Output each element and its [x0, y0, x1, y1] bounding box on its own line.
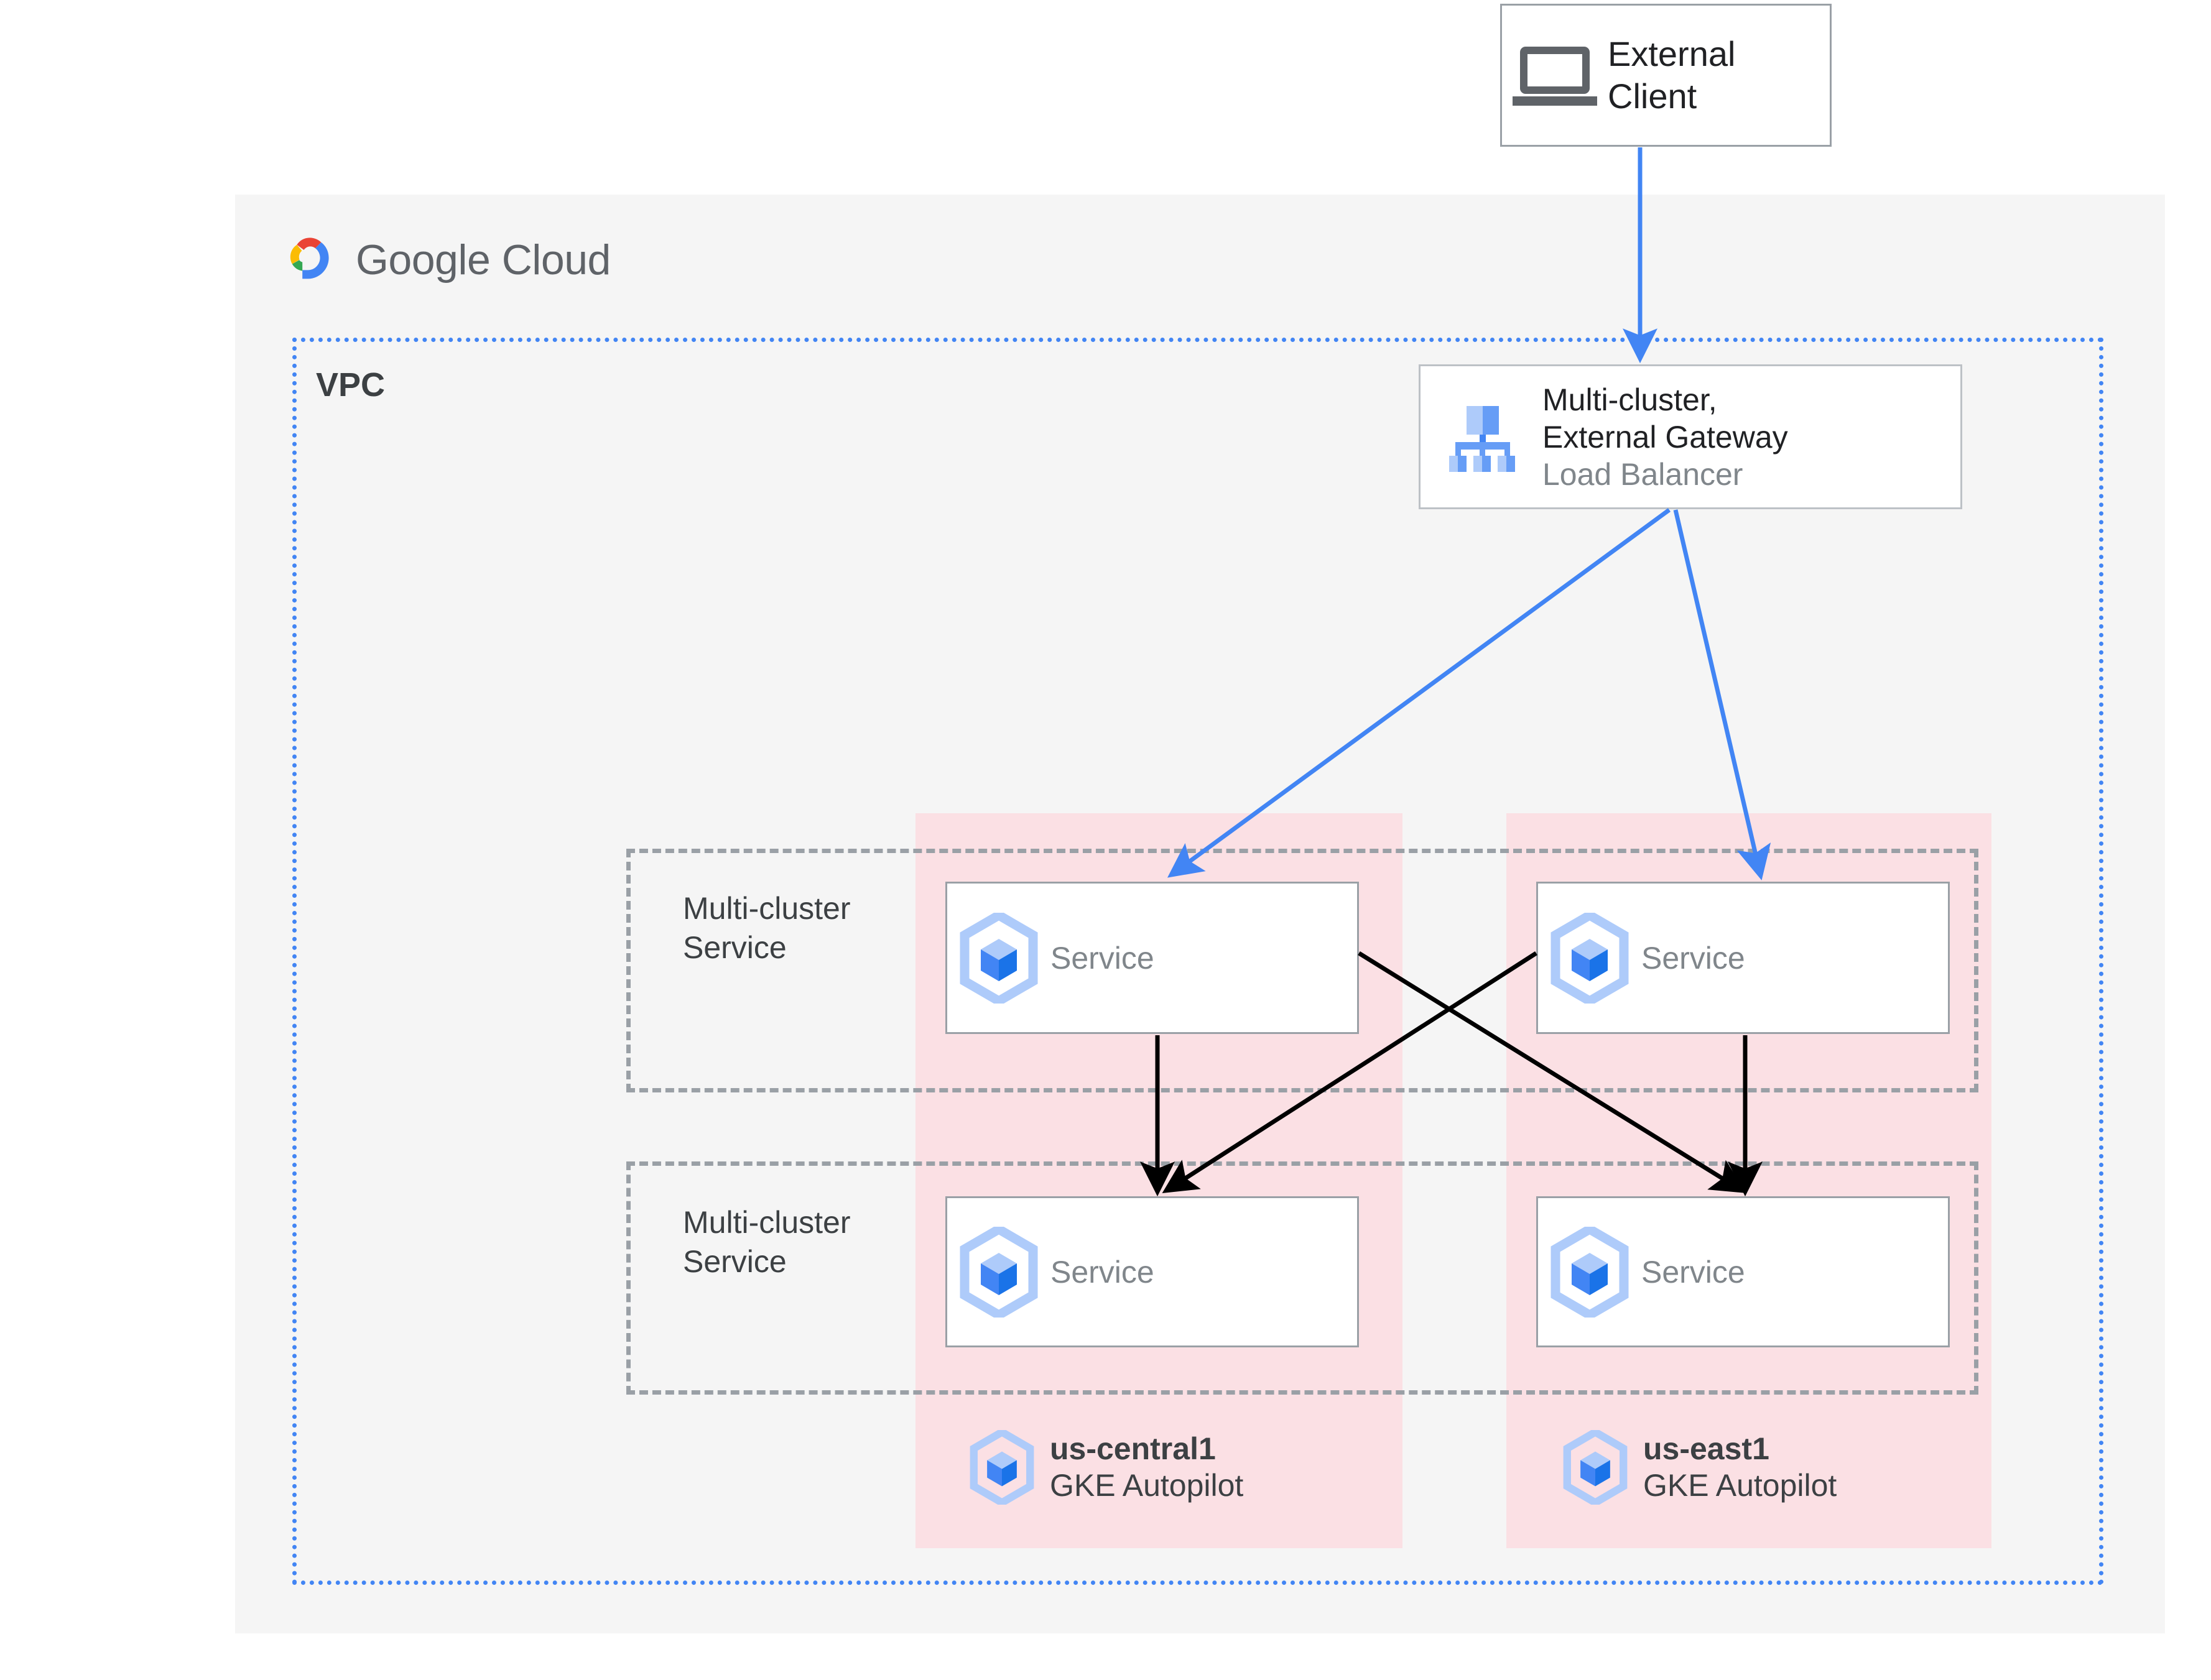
gke-service-icon — [947, 1226, 1050, 1318]
service-node-us-central1-bottom[interactable]: Service — [945, 1196, 1359, 1347]
cluster-footer-us-east1: us-east1 GKE Autopilot — [1561, 1430, 1837, 1505]
google-cloud-wordmark: Google Cloud — [356, 236, 611, 284]
gke-service-icon — [947, 912, 1050, 1004]
google-cloud-branding: Google Cloud — [280, 230, 611, 290]
cluster-product-label: GKE Autopilot — [1050, 1468, 1244, 1503]
external-client-node[interactable]: External Client — [1500, 4, 1832, 147]
service-label: Service — [1641, 940, 1745, 976]
vpc-label: VPC — [316, 366, 386, 404]
external-client-label: External Client — [1608, 34, 1736, 116]
multi-cluster-service-label-top: Multi-cluster Service — [683, 891, 851, 965]
cluster-region-label: us-east1 — [1643, 1431, 1769, 1466]
service-label: Service — [1050, 940, 1154, 976]
cluster-product-label: GKE Autopilot — [1643, 1468, 1837, 1503]
gke-cluster-icon — [1561, 1430, 1629, 1505]
load-balancer-icon — [1421, 399, 1542, 476]
service-label: Service — [1050, 1254, 1154, 1290]
cluster-region-label: us-central1 — [1050, 1431, 1216, 1466]
gke-cluster-icon — [968, 1430, 1036, 1505]
google-cloud-logo-icon — [280, 230, 340, 290]
service-label: Service — [1641, 1254, 1745, 1290]
gke-service-icon — [1538, 1226, 1641, 1318]
cluster-footer-us-central1: us-central1 GKE Autopilot — [968, 1430, 1243, 1505]
gateway-title-line2: External Gateway — [1542, 419, 1788, 455]
gke-service-icon — [1538, 912, 1641, 1004]
multi-cluster-gateway-node[interactable]: Multi-cluster, External Gateway Load Bal… — [1419, 364, 1962, 509]
laptop-icon — [1502, 43, 1608, 108]
gateway-subtitle: Load Balancer — [1542, 456, 1743, 492]
service-node-us-east1-bottom[interactable]: Service — [1536, 1196, 1950, 1347]
vpc-boundary — [292, 338, 2103, 1585]
gateway-title-line1: Multi-cluster, — [1542, 382, 1717, 417]
service-node-us-east1-top[interactable]: Service — [1536, 882, 1950, 1034]
service-node-us-central1-top[interactable]: Service — [945, 882, 1359, 1034]
multi-cluster-service-label-bottom: Multi-cluster Service — [683, 1205, 851, 1279]
